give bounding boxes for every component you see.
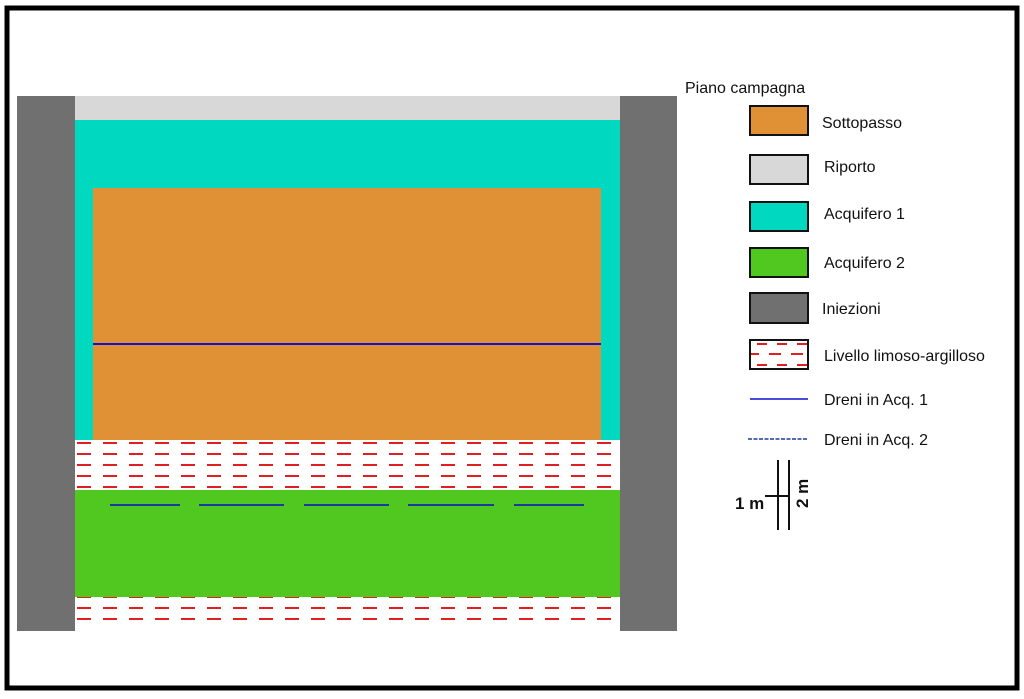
frame-border xyxy=(4,5,1020,691)
legend-title: Piano campagna xyxy=(685,80,805,97)
sottopasso xyxy=(93,188,601,440)
legend-swatch-acquifero1 xyxy=(749,201,809,232)
section xyxy=(17,96,677,631)
scale-vertical-label: 2 m xyxy=(793,479,812,508)
acquifero2-layer xyxy=(75,490,620,597)
legend-label-iniezioni: Iniezioni xyxy=(822,301,881,318)
legend-label-livello: Livello limoso-argilloso xyxy=(824,348,985,365)
iniezioni-left xyxy=(17,96,75,631)
legend-label-acquifero2: Acquifero 2 xyxy=(824,255,905,272)
clay-hatch-lower xyxy=(75,597,620,625)
iniezioni-right xyxy=(620,96,677,631)
legend-swatch-sottopasso xyxy=(749,105,809,136)
legend-swatch-riporto xyxy=(749,154,809,185)
legend-label-riporto: Riporto xyxy=(824,159,876,176)
legend-label-dreni1: Dreni in Acq. 1 xyxy=(824,392,928,409)
scale-horizontal-label: 1 m xyxy=(735,494,764,513)
scale-bar xyxy=(765,460,790,530)
legend-label-sottopasso: Sottopasso xyxy=(822,115,902,132)
legend-label-dreni2: Dreni in Acq. 2 xyxy=(824,432,928,449)
legend: Piano campagna Sottopasso Riporto Acquif… xyxy=(685,80,985,449)
riporto-layer xyxy=(75,96,620,120)
legend-swatch-iniezioni xyxy=(749,292,809,324)
legend-label-acquifero1: Acquifero 1 xyxy=(824,206,905,223)
clay-hatch-upper xyxy=(75,440,620,490)
legend-clay-dashes xyxy=(751,343,807,366)
legend-swatch-acquifero2 xyxy=(749,247,809,278)
